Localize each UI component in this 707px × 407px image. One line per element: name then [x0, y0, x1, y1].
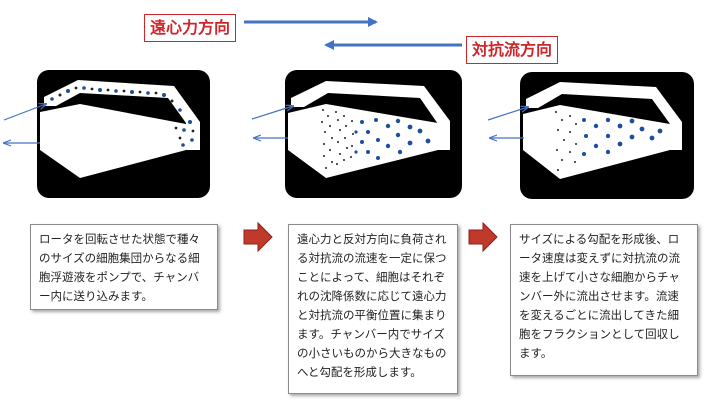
- cells-in-tube: [50, 86, 195, 147]
- chamber-stage-1: [37, 70, 210, 198]
- small-cells-cluster: [321, 109, 354, 169]
- step-arrow-2: [468, 221, 498, 253]
- flow-arrows-stage-3: [487, 107, 528, 138]
- remaining-small-cells: [555, 111, 577, 171]
- flow-arrows-stage-2: [251, 106, 293, 138]
- step-3-description: サイズによる勾配を形成後、ロータ速度は変えずに対抗流の流速を上げて小さな細胞から…: [510, 224, 698, 376]
- large-cells-cluster: [354, 118, 431, 160]
- step-2-description: 遠心力と反対方向に負荷される対抗流の流速を一定に保つことによって、細胞はそれぞれ…: [288, 224, 458, 394]
- centrifugal-direction-label: 遠心力方向: [144, 14, 237, 42]
- counterflow-direction-label: 対抗流方向: [466, 36, 559, 64]
- step-arrow-1: [243, 221, 273, 253]
- chamber-stage-3: [520, 72, 694, 199]
- step-1-description: ロータを回転させた状態で種々のサイズの細胞集団からなる細胞浮遊液をポンプで、チャ…: [30, 224, 218, 310]
- flow-arrows-stage-1: [4, 104, 46, 143]
- chamber-stage-2: [285, 70, 462, 198]
- remaining-large-cells: [582, 117, 663, 156]
